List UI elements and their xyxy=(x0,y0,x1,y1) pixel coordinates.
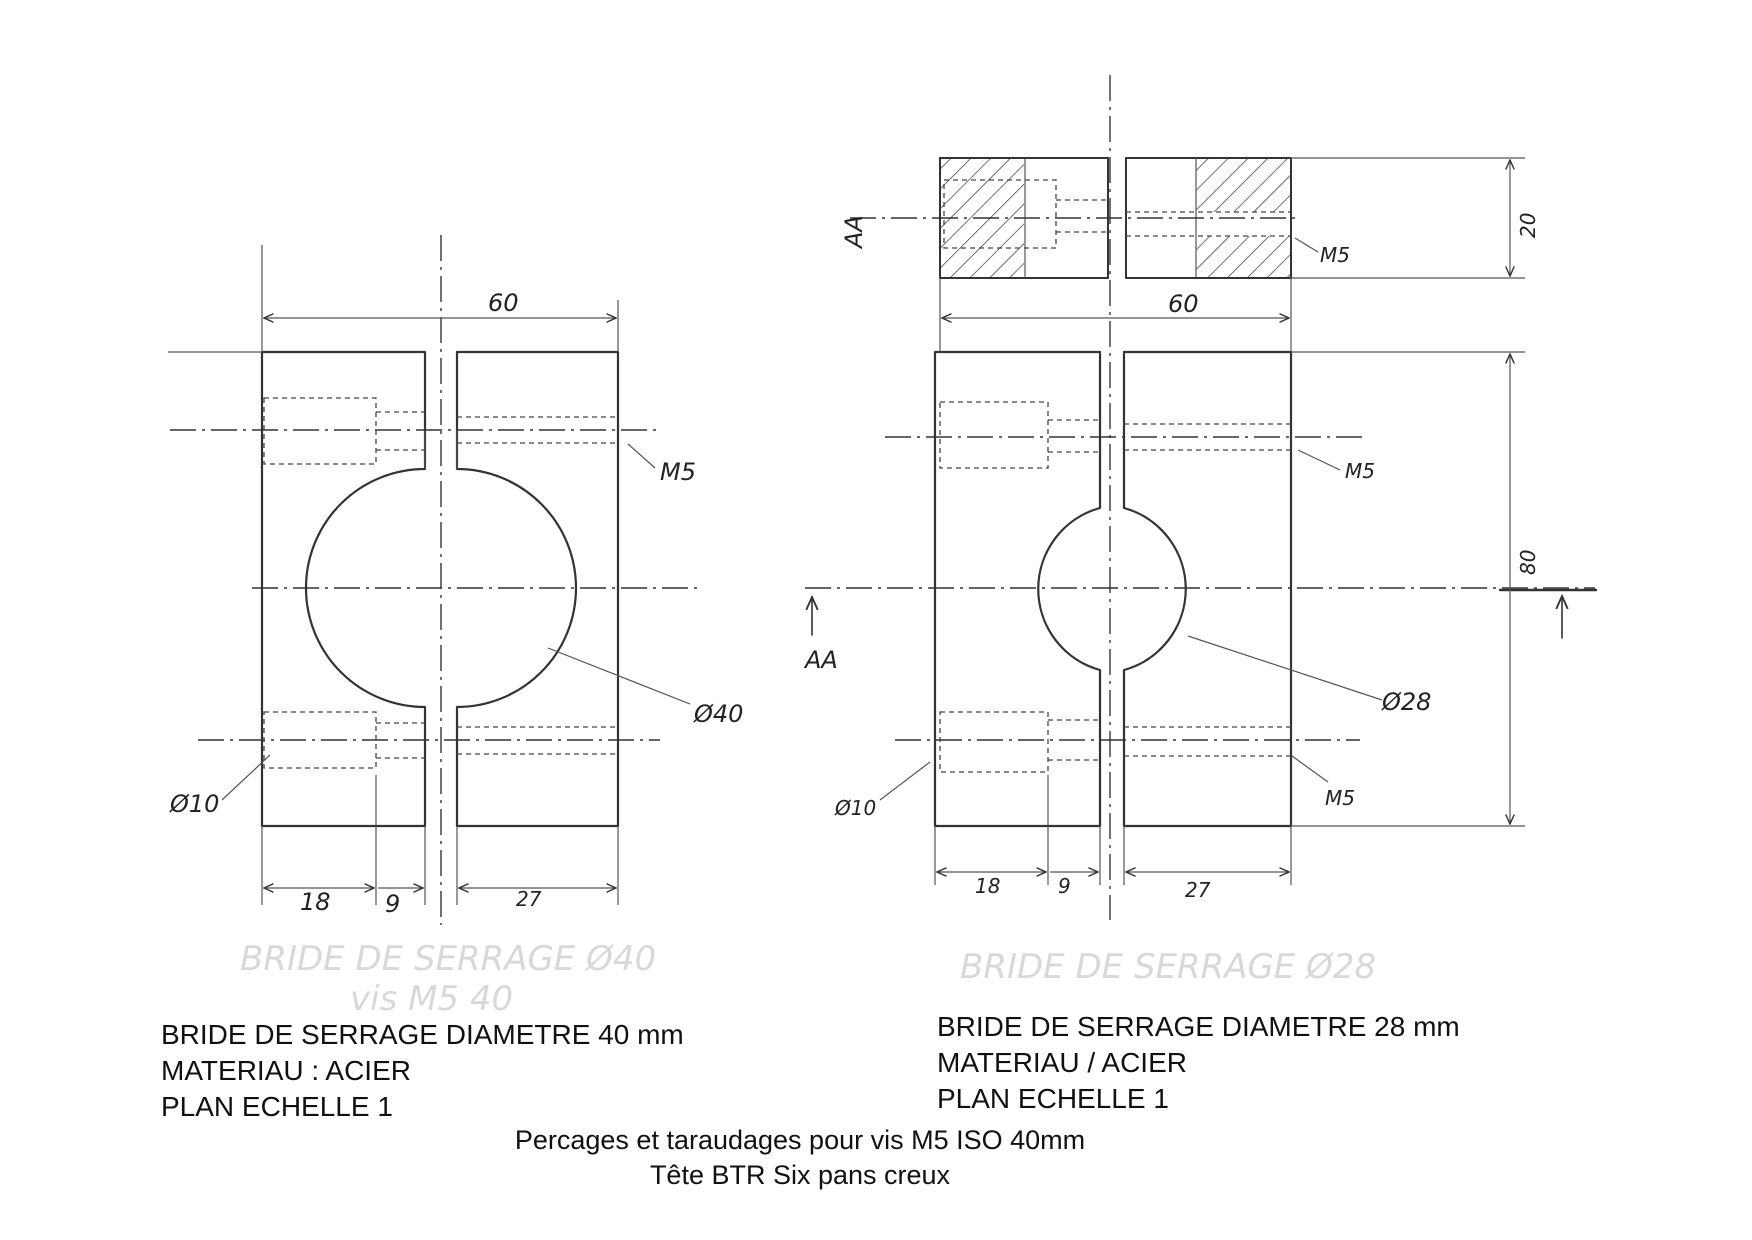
caption-right-material: MATERIAU / ACIER xyxy=(937,1047,1187,1078)
caption-left-title: BRIDE DE SERRAGE DIAMETRE 40 mm xyxy=(161,1019,684,1050)
label-thread-m5-lower: M5 xyxy=(1325,786,1355,810)
label-thread-m5-upper: M5 xyxy=(1345,459,1375,483)
right-view-left-half xyxy=(933,350,1102,828)
dim-seg-9-right: 9 xyxy=(1058,874,1071,898)
caption-right: BRIDE DE SERRAGE DIAMETRE 28 mm MATERIAU… xyxy=(937,1009,1460,1117)
drawing-left: 60 M5 Ø40 Ø10 18 9 27 BRIDE DE SERRAGE Ø… xyxy=(168,235,743,1019)
label-section-aa-side: AA xyxy=(840,215,868,250)
right-view-right-half xyxy=(1122,350,1293,828)
right-lower-screw xyxy=(895,711,1360,783)
dim-width-60-right: 60 xyxy=(1168,290,1199,318)
dim-seg-18-right: 18 xyxy=(975,874,1000,898)
footer-line-2: Tête BTR Six pans creux xyxy=(649,1160,951,1190)
label-section-aa: AA xyxy=(803,646,838,674)
footer-line-1: Percages et taraudages pour vis M5 ISO 4… xyxy=(514,1125,1086,1155)
caption-left: BRIDE DE SERRAGE DIAMETRE 40 mm MATERIAU… xyxy=(161,1017,684,1125)
caption-left-material: MATERIAU : ACIER xyxy=(161,1055,411,1086)
left-outline xyxy=(260,350,427,828)
label-thread-section: M5 xyxy=(1320,243,1350,267)
dim-seg-27-right: 27 xyxy=(1185,878,1211,902)
upper-screw-hole xyxy=(170,397,660,465)
label-counterbore-diameter: Ø10 xyxy=(169,790,219,818)
section-view: M5 AA 20 xyxy=(840,157,1540,279)
footer-note: Percages et taraudages pour vis M5 ISO 4… xyxy=(480,1123,1120,1193)
dim-seg-9: 9 xyxy=(385,890,400,918)
caption-right-title: BRIDE DE SERRAGE DIAMETRE 28 mm xyxy=(937,1011,1460,1042)
label-bore-diameter: Ø40 xyxy=(693,700,743,728)
drawing-right: M5 AA 20 60 xyxy=(803,75,1598,987)
dim-height-80: 80 xyxy=(1516,550,1540,575)
dim-width-60: 60 xyxy=(488,289,519,317)
caption-left-scale: PLAN ECHELLE 1 xyxy=(161,1091,393,1122)
right-upper-screw xyxy=(885,401,1368,471)
dim-seg-27: 27 xyxy=(516,887,542,911)
label-thread-m5: M5 xyxy=(660,458,696,486)
dim-thickness-20: 20 xyxy=(1516,213,1540,238)
ghost-title-right: BRIDE DE SERRAGE Ø28 xyxy=(960,947,1376,987)
dim-seg-18: 18 xyxy=(300,888,331,916)
lower-screw-hole xyxy=(198,711,660,769)
ghost-title-left-2: vis M5 40 xyxy=(350,979,513,1019)
caption-right-scale: PLAN ECHELLE 1 xyxy=(937,1083,1169,1114)
ghost-title-left-1: BRIDE DE SERRAGE Ø40 xyxy=(240,939,656,979)
label-bore-28: Ø28 xyxy=(1381,688,1431,716)
right-outline xyxy=(455,350,620,828)
label-counterbore-10: Ø10 xyxy=(834,796,876,820)
